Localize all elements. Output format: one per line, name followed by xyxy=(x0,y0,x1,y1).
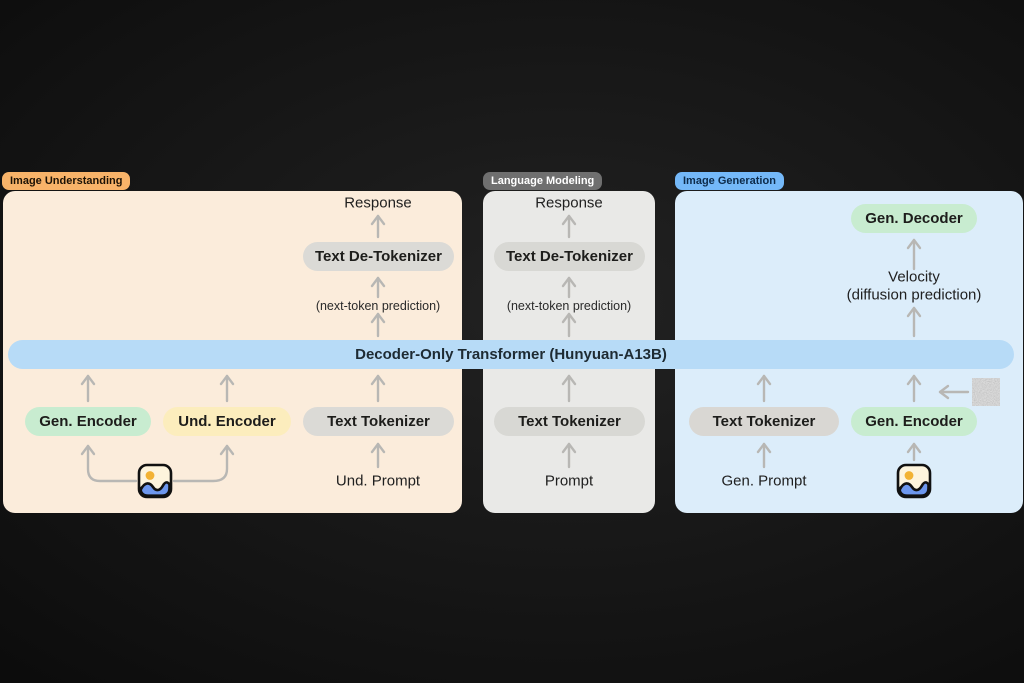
decoder-only-transformer-bar: Decoder-Only Transformer (Hunyuan-A13B) xyxy=(8,340,1014,369)
picture-icon xyxy=(137,463,173,499)
und-prompt-text: Und. Prompt xyxy=(335,472,421,490)
image-understanding-label: Image Understanding xyxy=(2,172,131,190)
diffusion-prediction-text: (diffusion prediction) xyxy=(846,286,982,304)
language-modeling-label: Language Modeling xyxy=(483,172,603,190)
response-text: Response xyxy=(344,194,412,212)
gen-encoder-pill: Gen. Encoder xyxy=(851,407,977,436)
gen-encoder-pill: Gen. Encoder xyxy=(25,407,151,436)
velocity-text: Velocity xyxy=(888,268,940,286)
gen-prompt-text: Gen. Prompt xyxy=(721,472,807,490)
text-detokenizer-pill: Text De-Tokenizer xyxy=(303,242,454,271)
text-tokenizer-pill: Text Tokenizer xyxy=(689,407,839,436)
prompt-text: Prompt xyxy=(544,472,594,490)
picture-icon xyxy=(896,463,932,499)
und-encoder-pill: Und. Encoder xyxy=(163,407,291,436)
response-text: Response xyxy=(535,194,603,212)
text-tokenizer-pill: Text Tokenizer xyxy=(303,407,454,436)
next-token-prediction-text: (next-token prediction) xyxy=(315,299,441,313)
gen-decoder-pill: Gen. Decoder xyxy=(851,204,977,233)
next-token-prediction-text: (next-token prediction) xyxy=(506,299,632,313)
image-generation-label: Image Generation xyxy=(675,172,784,190)
text-detokenizer-pill: Text De-Tokenizer xyxy=(494,242,645,271)
text-tokenizer-pill: Text Tokenizer xyxy=(494,407,645,436)
noise-square-icon xyxy=(972,378,1000,406)
